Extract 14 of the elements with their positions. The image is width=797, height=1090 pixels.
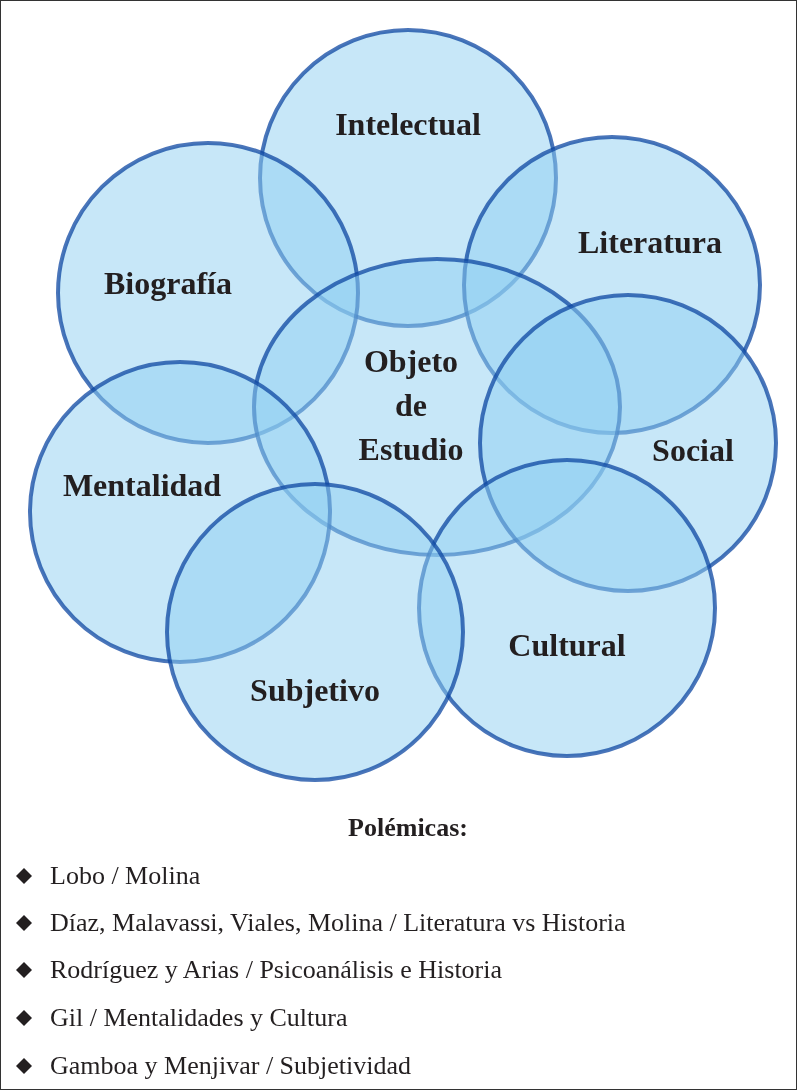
list-item: Lobo / Molina: [50, 861, 201, 891]
list-heading: Polémicas:: [348, 813, 468, 843]
circle-label: Biografía: [104, 264, 232, 303]
list-item: Rodríguez y Arias / Psicoanálisis e Historia: [50, 955, 503, 985]
circle-label: Cultural: [508, 626, 626, 665]
circle-label: Mentalidad: [62, 466, 222, 505]
circle-label: Objeto de Estudio: [358, 342, 464, 469]
circle-label: Subjetivo: [250, 671, 380, 710]
list-item: Gamboa y Menjivar / Subjetividad: [50, 1051, 412, 1081]
list-item: Díaz, Malavassi, Viales, Molina / Literatura vs Historia: [50, 908, 626, 938]
list-item: Gil / Mentalidades y Cultura: [50, 1003, 348, 1033]
circle-label: Literatura: [578, 223, 722, 262]
circle-label: Intelectual: [335, 105, 481, 144]
circle-label: Social: [652, 431, 734, 470]
